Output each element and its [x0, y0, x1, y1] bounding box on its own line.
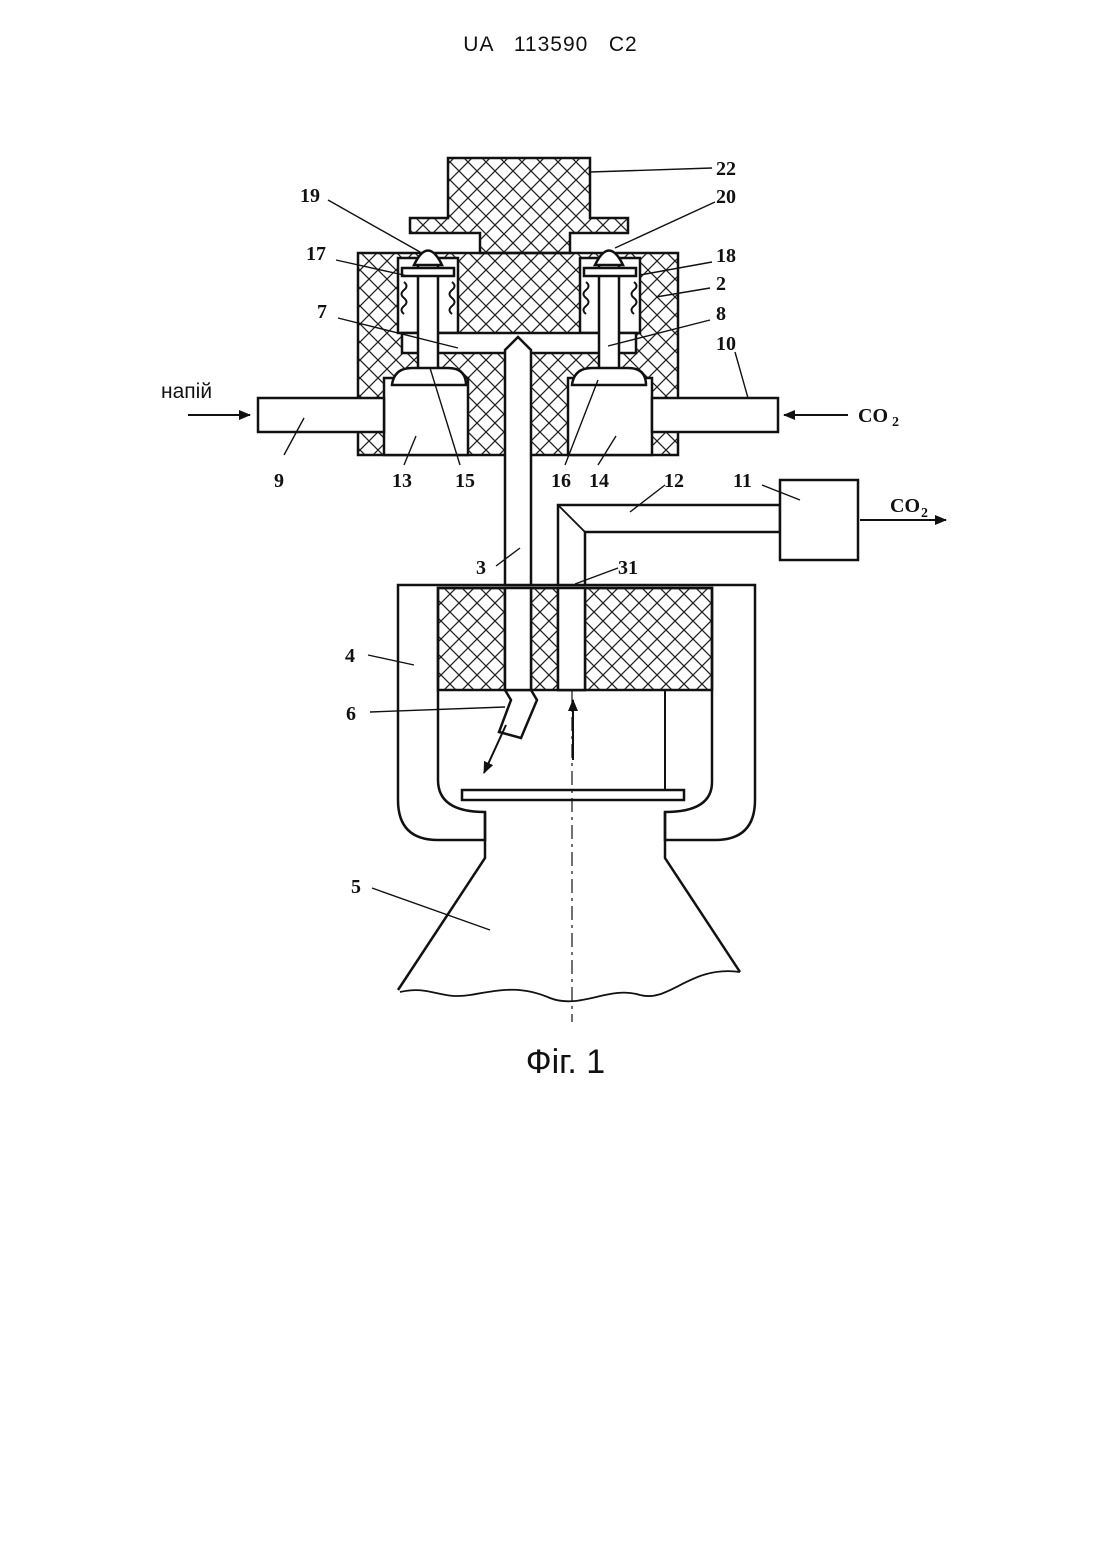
- label-2: 2: [716, 273, 726, 295]
- gas-in-label: CO2: [858, 405, 899, 430]
- gas-inlet-tube-10: [652, 398, 778, 432]
- label-10: 10: [716, 333, 736, 355]
- label-6: 6: [346, 703, 356, 725]
- inlet-label: напій: [161, 380, 212, 403]
- label-9: 9: [274, 470, 284, 492]
- inlet-tube-9: [258, 398, 384, 432]
- label-7: 7: [317, 301, 327, 323]
- label-4: 4: [345, 645, 355, 667]
- bottle-break-line: [400, 971, 740, 1001]
- label-20: 20: [716, 186, 736, 208]
- figure-caption: Фіг. 1: [0, 1043, 1101, 1082]
- label-18: 18: [716, 245, 736, 267]
- label-3: 3: [476, 557, 486, 579]
- valve-plate-16: [572, 368, 646, 385]
- valve-stem-right: [599, 262, 619, 380]
- chamber-13: [384, 378, 468, 455]
- label-5: 5: [351, 876, 361, 898]
- gas-out-label: CO2: [890, 495, 928, 521]
- fill-flow-arrow: [484, 725, 506, 773]
- label-14: 14: [589, 470, 609, 492]
- bottle-seat: [462, 790, 684, 800]
- label-22: 22: [716, 158, 736, 180]
- chamber-14: [568, 378, 652, 455]
- label-12: 12: [664, 470, 684, 492]
- gas-outlet-device-11: [780, 480, 858, 560]
- label-15: 15: [455, 470, 475, 492]
- valve-plate-15: [392, 368, 466, 385]
- label-13: 13: [392, 470, 412, 492]
- valve-stem-left: [418, 262, 438, 380]
- label-11: 11: [733, 470, 752, 492]
- label-16: 16: [551, 470, 571, 492]
- label-19: 19: [300, 185, 320, 207]
- label-31: 31: [618, 557, 638, 579]
- label-17: 17: [306, 243, 326, 265]
- label-8: 8: [716, 303, 726, 325]
